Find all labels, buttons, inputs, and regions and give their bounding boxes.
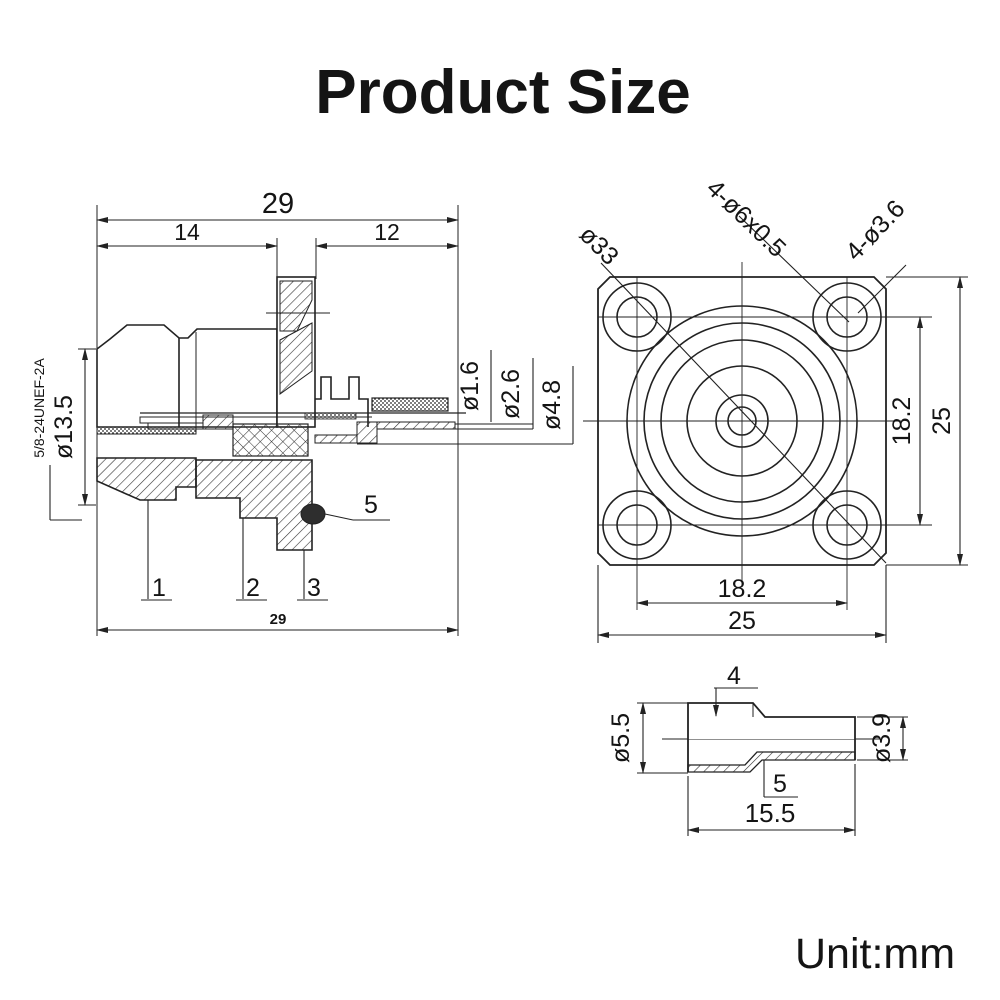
dim-size-bottom: 25	[728, 607, 756, 635]
part-label-3: 3	[307, 574, 321, 602]
thread-spec: 5/8-24UNEF-2A	[31, 358, 47, 458]
clamp-profile	[315, 376, 369, 427]
ferrule-view: 4 5 ø5.5 ø3.9 15.5	[607, 662, 908, 836]
flange-hatch-mid	[279, 322, 313, 395]
dim-overall-bottom: 29	[270, 611, 287, 628]
braid-strip	[304, 412, 357, 420]
flange-view: ø33 4-ø6x0.5 4-ø3.6 18.2 25 18.2 25	[574, 174, 968, 643]
side-view: 29 14 12 29 ø13.5 5/8-24UNEF-2A ø1.6 ø2.…	[31, 188, 574, 636]
ferrule-upper-outline	[687, 702, 856, 739]
thread-band	[96, 426, 197, 435]
part-label-2: 2	[246, 574, 260, 602]
ferrule-lower-wall	[687, 751, 856, 773]
coupling-nut-profile	[96, 324, 278, 428]
dim-nut-dia: ø13.5	[50, 395, 78, 459]
sleeve-hatch	[202, 414, 234, 430]
dim-holes: 4-ø3.6	[840, 195, 910, 266]
mounting-holes	[602, 282, 882, 560]
dim-length: 15.5	[745, 798, 796, 828]
knurl-ferrule	[371, 397, 449, 412]
unit-label: Unit:mm	[795, 930, 955, 978]
dim-counterbore: 4-ø6x0.5	[701, 174, 791, 263]
part-label-4: 4	[727, 662, 741, 690]
dim-left-14: 14	[174, 219, 200, 245]
outer-tube-wall	[314, 434, 358, 444]
connector-circles	[626, 305, 858, 537]
dim-overall-top: 29	[262, 188, 294, 220]
insulator-section	[232, 423, 309, 457]
dim-insulator-dia: ø2.6	[497, 369, 525, 419]
dim-right-12: 12	[374, 219, 400, 245]
nut-section	[96, 457, 197, 501]
part-label-5b: 5	[773, 770, 787, 798]
dim-large-dia: ø5.5	[607, 713, 635, 763]
inner-tube-wall	[376, 421, 456, 430]
body-section	[195, 459, 313, 551]
flange-outline	[597, 276, 887, 566]
part-label-5: 5	[364, 491, 378, 519]
dim-size-right: 25	[928, 407, 956, 435]
flange-hatch-top	[279, 280, 313, 332]
dim-small-dia: ø3.9	[868, 713, 896, 763]
dim-spacing-right: 18.2	[888, 397, 916, 446]
dim-spacing-bottom: 18.2	[718, 575, 767, 603]
o-ring	[300, 503, 326, 525]
tube-step	[356, 421, 378, 444]
part-label-1: 1	[152, 574, 166, 602]
dim-tube-dia: ø4.8	[538, 380, 566, 430]
dim-pin-dia: ø1.6	[456, 361, 484, 411]
page-title: Product Size	[315, 58, 691, 127]
dim-flange-circle: ø33	[574, 220, 624, 270]
